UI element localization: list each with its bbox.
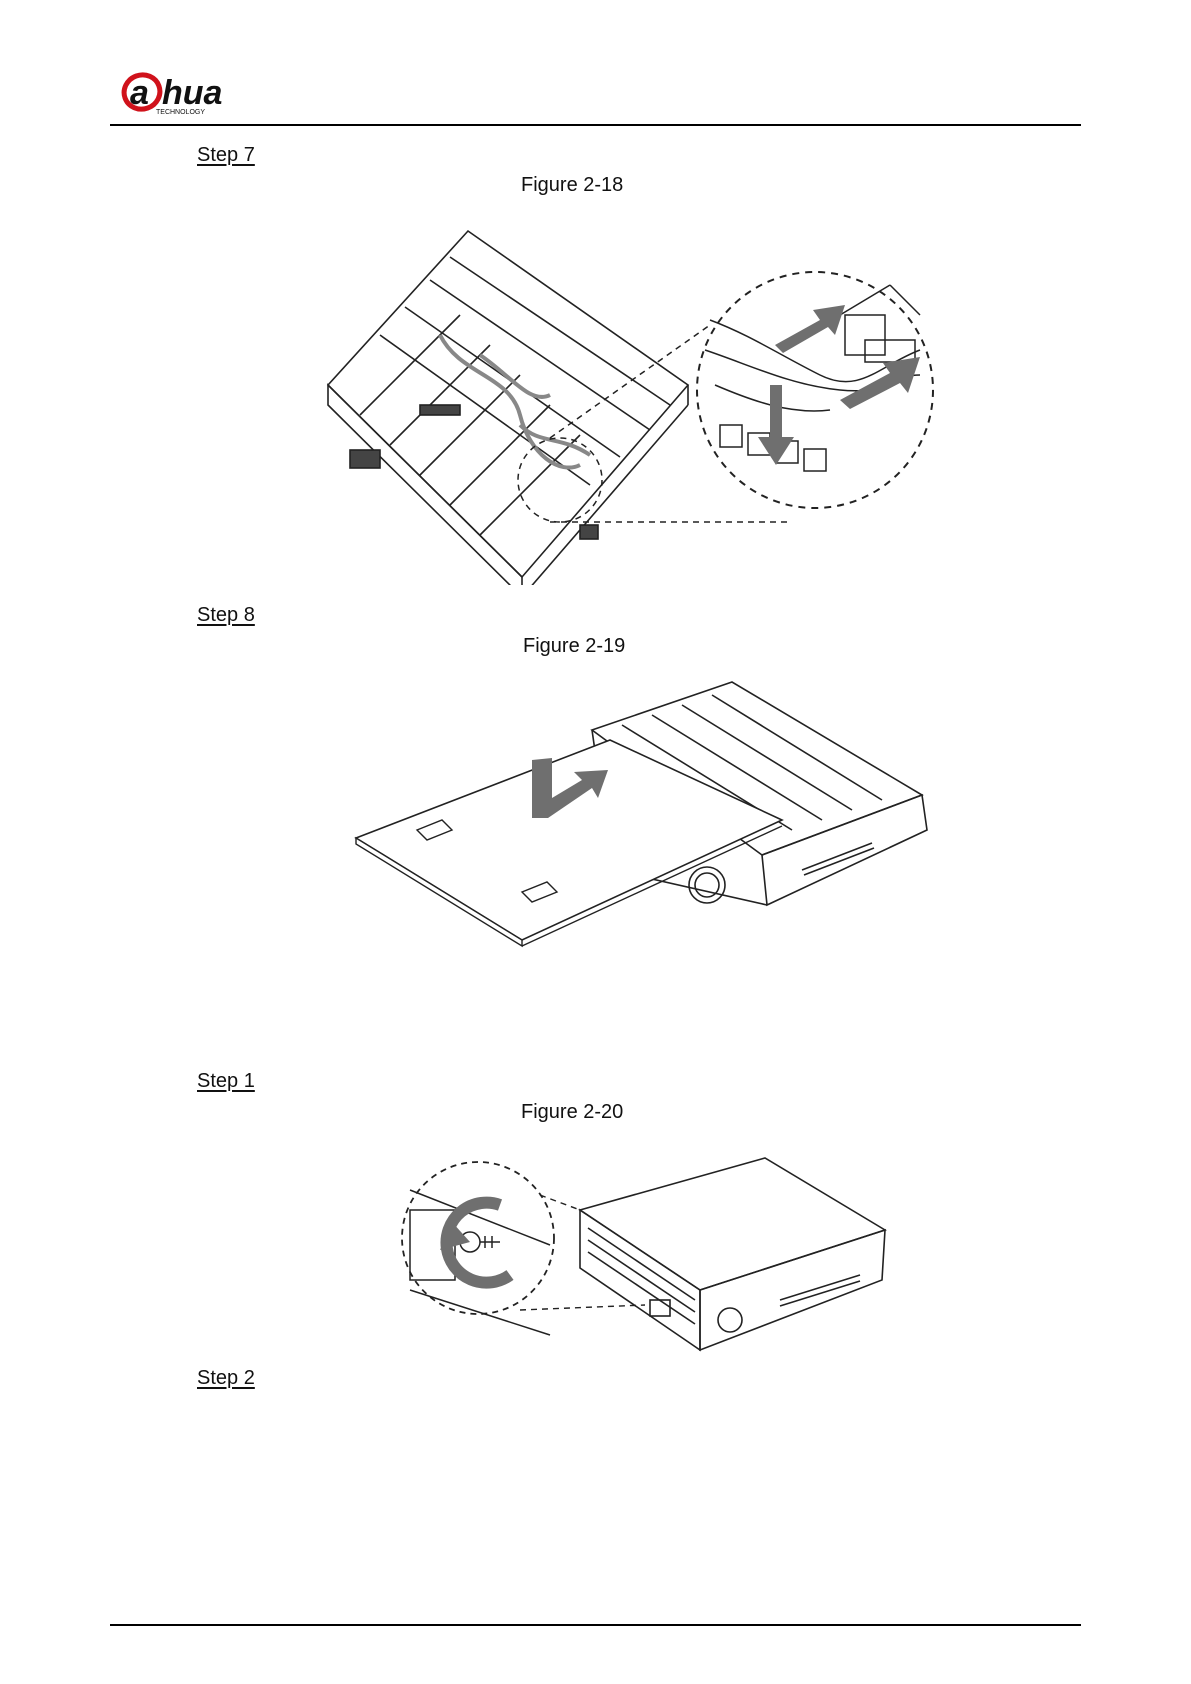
svg-text:a: a: [130, 74, 149, 112]
footer-rule: [110, 1624, 1081, 1626]
step-label: Step 2: [197, 1367, 255, 1390]
brand-logo: a hua TECHNOLOGY: [120, 72, 260, 116]
header-rule: [110, 124, 1081, 126]
figure-caption: Figure 2-18: [521, 174, 623, 197]
svg-text:TECHNOLOGY: TECHNOLOGY: [156, 109, 205, 116]
step-label: Step 7: [197, 144, 255, 167]
svg-text:hua: hua: [162, 74, 222, 112]
figure-caption: Figure 2-19: [523, 635, 625, 658]
figure-caption: Figure 2-20: [521, 1101, 623, 1124]
figure-2-20-illustration: [400, 1150, 900, 1360]
figure-2-18-illustration: [320, 225, 970, 585]
step-label: Step 1: [197, 1070, 255, 1093]
step-label: Step 8: [197, 604, 255, 627]
figure-2-19-illustration: [352, 680, 932, 950]
